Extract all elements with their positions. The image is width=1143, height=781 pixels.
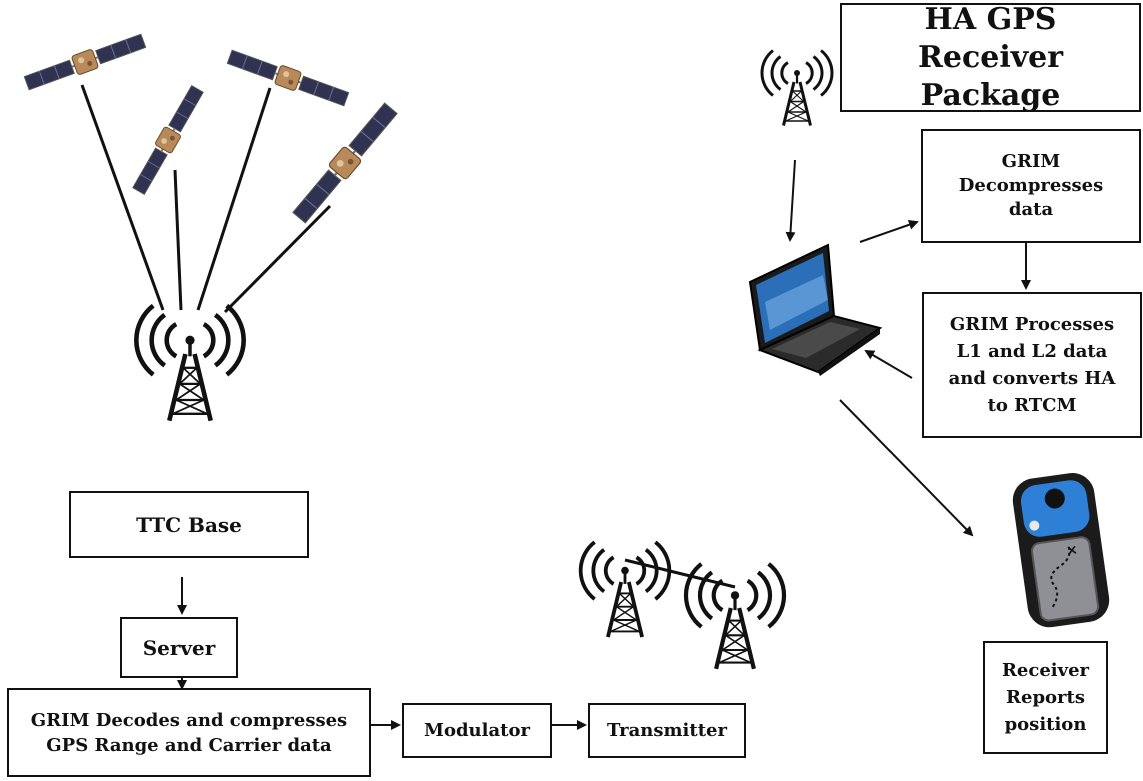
box-text-line: position [1004, 714, 1087, 735]
ttc-base-box: TTC Base [69, 491, 309, 558]
box-text-line: data [1008, 199, 1054, 220]
svg-text:×: × [1065, 542, 1079, 559]
satellite-icon [289, 99, 401, 227]
box-label: Transmitter [607, 720, 727, 741]
beam-line [196, 87, 272, 311]
arrow-icon [785, 159, 796, 242]
title-line: Package [920, 77, 1061, 113]
box-text-line: to RTCM [987, 395, 1077, 416]
box-text-line: Receiver [1001, 660, 1090, 681]
beam-line [80, 84, 165, 311]
tower-antenna-icon [578, 540, 672, 639]
modulator-box: Modulator [402, 703, 552, 758]
link-line [624, 558, 736, 589]
box-text-line: GRIM Processes [949, 314, 1115, 335]
tower-antenna-icon [760, 49, 834, 127]
gps-handheld-icon: × [1012, 473, 1110, 628]
box-text-line: Decompresses [958, 175, 1104, 196]
satellite-icon [129, 83, 207, 197]
server-box: Server [120, 617, 238, 678]
receiver-reports-box: Receiver Reports position [983, 641, 1108, 754]
box-label: TTC Base [136, 512, 242, 537]
grim-decode-box: GRIM Decodes and compresses GPS Range an… [7, 688, 371, 777]
satellite-icon [22, 30, 148, 94]
arrow-icon [864, 349, 913, 379]
box-label: Modulator [424, 720, 530, 741]
arrow-icon [859, 219, 919, 243]
box-text-line: GRIM Decodes and compresses [30, 709, 348, 731]
box-text-line: and converts HA [948, 368, 1116, 389]
title-line: HA GPS Receiver [917, 1, 1064, 75]
laptop-icon [748, 243, 883, 376]
box-text-line: Reports [1006, 687, 1085, 708]
beam-line [223, 204, 332, 314]
tower-antenna-icon [136, 306, 243, 421]
satellite-icon [225, 46, 351, 110]
transmitter-box: Transmitter [588, 703, 746, 758]
box-text-line: L1 and L2 data [956, 341, 1108, 362]
arrow-icon [839, 399, 974, 537]
box-label: Server [142, 635, 216, 660]
receiver-package-title-box: HA GPS Receiver Package [840, 1, 1141, 113]
grim-process-box: GRIM Processes L1 and L2 data and conver… [922, 292, 1142, 438]
grim-decompress-box: GRIM Decompresses data [921, 129, 1141, 243]
box-text-line: GPS Range and Carrier data [46, 734, 332, 756]
box-text-line: GRIM [1001, 151, 1061, 172]
beam-line [173, 169, 183, 311]
